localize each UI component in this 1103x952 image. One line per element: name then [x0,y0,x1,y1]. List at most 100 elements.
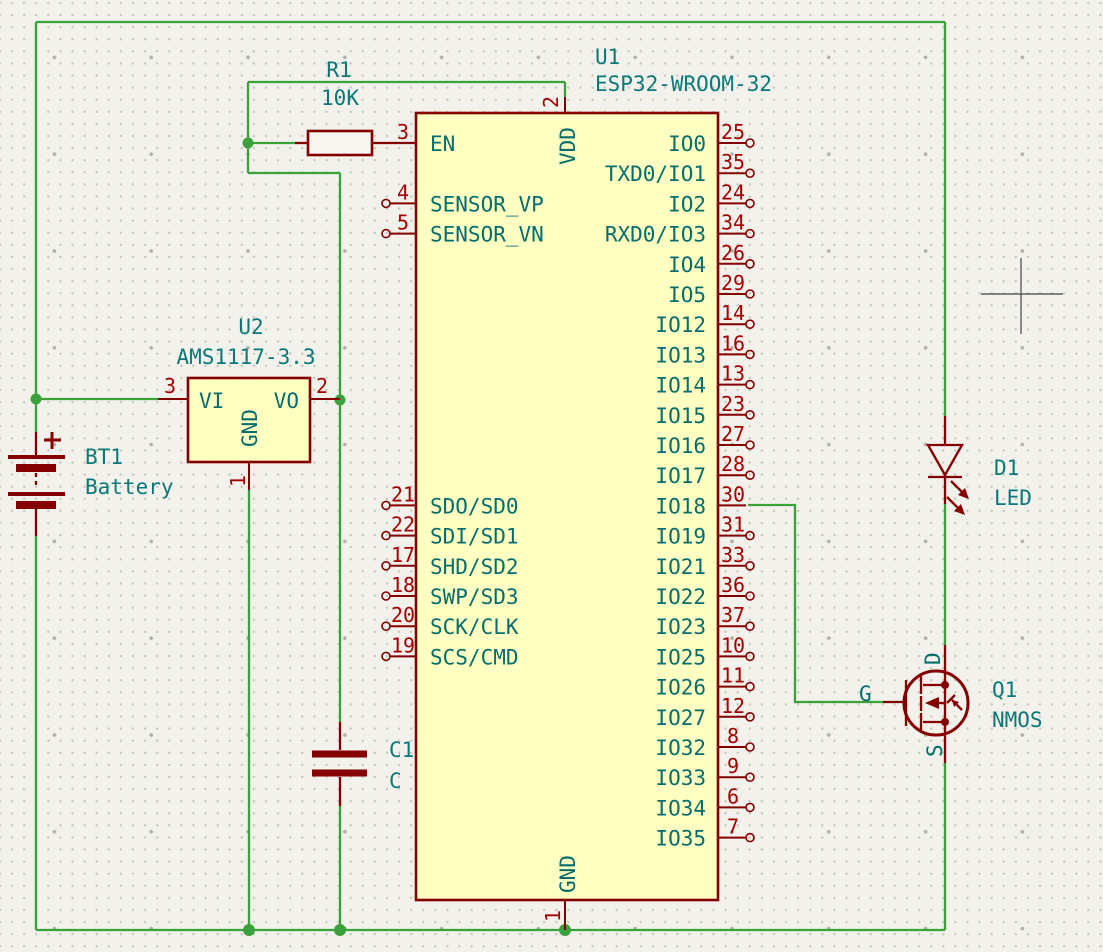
junction-dot[interactable] [30,393,42,405]
u1-pin-end-circle[interactable] [381,651,391,662]
c1-capacitor-symbol[interactable]: C1 C [312,722,414,806]
u1-pin-end-circle[interactable] [745,198,755,209]
u1-pin-number[interactable]: 25 [721,120,745,144]
u1-pin-number[interactable]: 4 [397,180,409,204]
u1-pin-name[interactable]: IO22 [655,585,706,609]
u1-pin-number[interactable]: 3 [397,120,409,144]
u1-pin-end-circle[interactable] [381,530,391,541]
c1-value[interactable]: C [389,769,402,793]
d1-triangle[interactable] [926,443,964,478]
u1-pin-name[interactable]: SDI/SD1 [430,525,519,549]
u1-pin-name[interactable]: IO18 [655,494,706,518]
u1-pin-end-circle[interactable] [745,681,755,692]
r1-reference[interactable]: R1 [326,58,351,82]
u1-pin-number[interactable]: 13 [721,362,745,386]
u1-pin-number[interactable]: 27 [721,422,745,446]
u2-gnd-pin-name[interactable]: GND [238,409,262,447]
u1-pin-end-circle[interactable] [745,138,755,148]
u1-pin-number[interactable]: 23 [721,392,745,416]
u1-pin-end-circle[interactable] [745,349,755,360]
q1-value[interactable]: NMOS [992,708,1043,732]
u1-pin-number[interactable]: 17 [391,543,415,567]
u1-pin-name[interactable]: IO34 [655,796,706,820]
u1-pin-name[interactable]: SDO/SD0 [430,494,519,518]
u2-value[interactable]: AMS1117-3.3 [176,345,315,369]
u1-pin-name[interactable]: RXD0/IO3 [605,223,706,247]
u2-reference[interactable]: U2 [238,315,263,339]
u1-pin-end-circle[interactable] [745,168,755,178]
junction-dot[interactable] [243,924,255,936]
r1-resistor-symbol[interactable]: R1 10K [248,58,416,157]
u1-pin-end-circle[interactable] [745,530,755,541]
u1-pin-number[interactable]: 28 [721,452,745,476]
u1-pin-number[interactable]: 11 [721,664,745,688]
u1-pin-name[interactable]: SENSOR_VN [430,223,544,247]
u1-pin-end-circle[interactable] [745,651,755,662]
bt1-battery-symbol[interactable]: BT1 Battery [8,432,174,536]
u1-pin-number[interactable]: 14 [721,301,745,325]
u1-gnd-pin-number[interactable]: 1 [541,910,565,922]
r1-body[interactable] [306,129,374,157]
u1-pin-number[interactable]: 5 [397,211,409,235]
u1-pin-name[interactable]: IO33 [655,766,706,790]
u1-pin-number[interactable]: 35 [721,150,745,174]
u1-pin-name[interactable]: IO21 [655,555,706,579]
u1-pin-end-circle[interactable] [745,228,755,239]
u1-pin-end-circle[interactable] [745,289,755,299]
u1-pin-end-circle[interactable] [745,711,755,722]
u1-pin-number[interactable]: 18 [391,573,415,597]
u2-regulator-symbol[interactable]: U2 AMS1117-3.3 3 2 1 VI VO GND [158,315,340,490]
u1-pin-end-circle[interactable] [745,772,755,783]
u1-pin-end-circle[interactable] [745,802,755,813]
u1-pin-name[interactable]: IO35 [655,827,706,851]
u1-pin-name[interactable]: IO23 [655,615,706,639]
u2-vi-pin-name[interactable]: VI [199,389,224,413]
u1-pin-name[interactable]: IO17 [655,464,706,488]
u1-pin-name[interactable]: IO32 [655,736,706,760]
u1-pin-end-circle[interactable] [745,379,755,390]
u2-vi-pin-number[interactable]: 3 [164,374,176,398]
u1-pin-end-circle[interactable] [745,560,755,571]
q1-reference[interactable]: Q1 [992,678,1017,702]
u1-gnd-pin-name[interactable]: GND [556,855,580,893]
u1-pin-number[interactable]: 24 [721,180,745,204]
u1-pin-end-circle[interactable] [745,258,755,269]
u1-pin-name[interactable]: IO16 [655,434,706,458]
u1-pin-end-circle[interactable] [745,409,755,420]
u1-pin-end-circle[interactable] [745,832,755,843]
u1-pin-end-circle[interactable] [745,319,755,330]
u2-body[interactable] [186,376,312,464]
u1-pin-name[interactable]: IO27 [655,706,706,730]
u1-pin-name[interactable]: IO4 [668,253,706,277]
d1-value[interactable]: LED [994,486,1032,510]
u1-pin-name[interactable]: IO25 [655,645,706,669]
u1-pin-end-circle[interactable] [381,198,391,209]
u1-pin-name[interactable]: IO2 [668,192,706,216]
u1-pin-number[interactable]: 21 [391,482,415,506]
wire-io18-to-gate[interactable] [748,503,883,704]
u1-pin-number[interactable]: 20 [391,603,415,627]
u1-pin-end-circle[interactable] [745,440,755,450]
u1-pin-number[interactable]: 6 [727,784,739,808]
u1-pin-number[interactable]: 26 [721,241,745,265]
u1-pin-name[interactable]: SHD/SD2 [430,555,519,579]
bt1-reference[interactable]: BT1 [85,445,123,469]
u1-pin-number[interactable]: 10 [721,633,745,657]
u1-pin-number[interactable]: 30 [721,482,745,506]
u1-pin-name[interactable]: IO0 [668,132,706,156]
u1-pin-end-circle[interactable] [745,621,755,632]
u1-pin-end-circle[interactable] [381,500,391,511]
u1-pin-number[interactable]: 16 [721,331,745,355]
u1-pin-end-circle[interactable] [745,591,755,601]
d1-led-symbol[interactable]: D1 LED [926,416,1032,515]
u1-pin-number[interactable]: 22 [391,513,415,537]
u1-reference[interactable]: U1 [595,45,620,69]
d1-reference[interactable]: D1 [994,456,1019,480]
u1-pin-end-circle[interactable] [381,621,391,632]
u1-vdd-pin-name[interactable]: VDD [556,127,580,165]
u1-pin-name[interactable]: SCS/CMD [430,645,519,669]
bt1-value[interactable]: Battery [85,475,174,499]
u1-pin-name[interactable]: IO19 [655,525,706,549]
u1-pin-number[interactable]: 34 [721,211,745,235]
